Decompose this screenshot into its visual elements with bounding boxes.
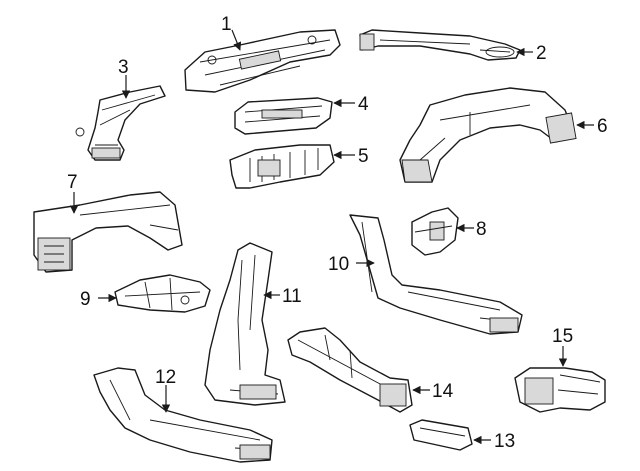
callout-5: 5 <box>358 146 369 167</box>
callout-13: 13 <box>494 431 515 452</box>
part-8-bracket[interactable] <box>411 207 459 256</box>
part-12-floor-duct[interactable] <box>93 367 273 463</box>
callout-2: 2 <box>536 43 547 64</box>
part-1-center-duct[interactable] <box>184 29 341 93</box>
part-15-outlet[interactable] <box>514 367 606 413</box>
callout-15: 15 <box>552 326 573 347</box>
part-14-center-duct[interactable] <box>287 327 413 413</box>
part-5-grille-duct[interactable] <box>229 144 335 189</box>
callout-7: 7 <box>67 172 78 193</box>
callout-12: 12 <box>155 367 176 388</box>
part-2-upper-duct[interactable] <box>359 29 521 61</box>
part-11-vertical-duct[interactable] <box>204 242 286 406</box>
callout-9: 9 <box>80 289 91 310</box>
callout-3: 3 <box>118 57 129 78</box>
callout-6: 6 <box>597 116 608 137</box>
part-3-bracket-duct[interactable] <box>75 85 166 161</box>
part-4-tray[interactable] <box>234 97 333 135</box>
callout-1: 1 <box>221 14 232 35</box>
callout-10: 10 <box>328 254 349 275</box>
part-13-plate[interactable] <box>409 419 473 451</box>
callout-4: 4 <box>358 94 369 115</box>
part-7-left-duct[interactable] <box>33 191 183 273</box>
callout-8: 8 <box>476 219 487 240</box>
part-6-curved-duct[interactable] <box>399 87 577 183</box>
part-9-floor-duct[interactable] <box>114 274 211 313</box>
callout-14: 14 <box>432 381 454 402</box>
callout-11: 11 <box>282 286 302 307</box>
part-10-diagonal-duct[interactable] <box>349 214 523 335</box>
